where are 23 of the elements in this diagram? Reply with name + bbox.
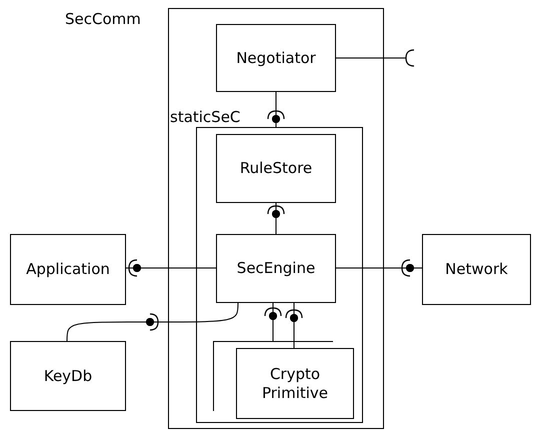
ball-and-socket-connector	[267, 202, 285, 234]
container-label: SecComm	[65, 10, 141, 28]
component-name: Crypto Primitive	[260, 364, 330, 402]
ball-and-socket-connector	[126, 259, 216, 277]
component-name: SecEngine	[236, 259, 316, 278]
component-box	[10, 234, 126, 305]
component-name: Network	[445, 260, 508, 279]
ball-and-socket-connector	[336, 49, 415, 67]
container-label: staticSeC	[170, 108, 240, 126]
component-name: KeyDb	[44, 366, 92, 386]
component-box	[422, 234, 531, 305]
component-name: RuleStore	[240, 159, 312, 178]
component-box	[236, 348, 354, 419]
component-box	[216, 24, 336, 92]
component-box	[216, 134, 336, 203]
component-box	[10, 341, 126, 411]
ball-and-socket-connector	[336, 259, 422, 277]
component-box	[216, 234, 336, 303]
ball-and-socket-connector	[264, 302, 282, 342]
ball-and-socket-connector	[267, 92, 285, 128]
ball-and-socket-connector	[285, 302, 303, 348]
component-name: Application	[26, 260, 110, 279]
component-name: Negotiator	[236, 48, 316, 68]
